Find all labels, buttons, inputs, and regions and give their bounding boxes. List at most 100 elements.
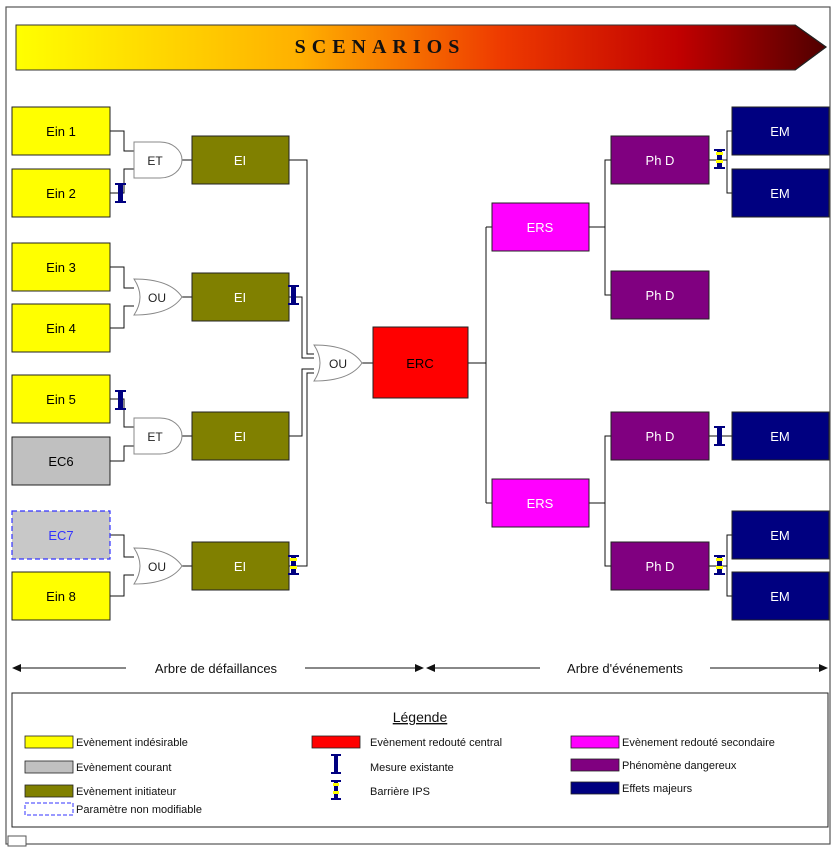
ips-barrier-icon [714,555,725,575]
legend-item-label: Barrière IPS [370,786,430,798]
svg-text:Ph D: Ph D [646,429,675,444]
svg-text:Ph D: Ph D [646,559,675,574]
svg-text:ERS: ERS [527,496,554,511]
event-phd-3: Ph D [610,411,710,461]
dangerous-phenomena: Ph D Ph D Ph D Ph D [610,135,710,591]
gate-ou-2: OU [133,278,183,316]
corner-handle [7,835,27,847]
svg-text:Ph D: Ph D [646,153,675,168]
event-phd-4: Ph D [610,541,710,591]
svg-text:EI: EI [234,290,246,305]
title-banner: SCENARIOS [15,24,828,71]
svg-text:EI: EI [234,429,246,444]
event-ei-2: EI [191,272,290,322]
svg-text:Ein 2: Ein 2 [46,186,76,201]
svg-text:OU: OU [148,291,166,305]
svg-text:EI: EI [234,559,246,574]
event-ein8: Ein 8 [11,571,111,621]
event-em-2: EM [731,168,830,218]
svg-text:Ein 8: Ein 8 [46,589,76,604]
svg-text:ERS: ERS [527,220,554,235]
legend-swatch-purple [570,758,620,772]
legend-item-label: Evènement redouté secondaire [622,737,775,749]
svg-text:Ein 3: Ein 3 [46,260,76,275]
legend-title: Légende [393,709,448,725]
event-em-4: EM [731,510,830,560]
initiating-events: Ein 1 Ein 2 Ein 3 Ein 4 Ein 5 EC6 EC7 E [11,106,111,621]
arrow-right-icon [415,664,424,672]
event-ec6: EC6 [11,436,111,486]
arrow-left-icon [12,664,21,672]
event-ers-2: ERS [491,478,590,528]
logic-gates: ET OU ET OU OU [133,141,363,585]
svg-text:EM: EM [770,589,790,604]
svg-text:Ein 4: Ein 4 [46,321,76,336]
svg-text:ERC: ERC [406,356,433,371]
event-ein3: Ein 3 [11,242,111,292]
existing-measure-icon [115,183,126,203]
major-effects: EM EM EM EM EM [731,106,830,621]
event-ein1: Ein 1 [11,106,111,156]
svg-text:EM: EM [770,124,790,139]
legend-swatch-grey [24,760,74,774]
event-ers-1: ERS [491,202,590,252]
outer-frame [5,6,831,845]
svg-text:EM: EM [770,429,790,444]
svg-text:ET: ET [147,430,163,444]
tree-axis: Arbre de défaillances Arbre d'événements [12,661,828,676]
legend-swatch-navy [570,781,620,795]
existing-measure-icon [714,426,725,446]
legend-swatch-red [311,735,361,749]
event-ein2: Ein 2 [11,168,111,218]
svg-text:OU: OU [148,560,166,574]
fault-tree-label: Arbre de défaillances [155,661,278,676]
svg-text:ET: ET [147,154,163,168]
event-ei-3: EI [191,411,290,461]
svg-text:EC7: EC7 [48,528,73,543]
arrow-left-icon [426,664,435,672]
legend-item-label: Mesure existante [370,762,454,774]
gate-ou-central: OU [313,344,363,382]
ips-barrier-icon [331,780,341,800]
event-tree-label: Arbre d'événements [567,661,683,676]
legend-frame [11,692,829,828]
legend-item-label: Evènement courant [76,762,171,774]
event-phd-1: Ph D [610,135,710,185]
secondary-events: ERS ERS [491,202,590,528]
svg-text:EM: EM [770,528,790,543]
legend-swatch-magenta [570,735,620,749]
svg-text:EC6: EC6 [48,454,73,469]
legend-item-label: Effets majeurs [622,783,693,795]
event-phd-2: Ph D [610,270,710,320]
barrier-markers [115,149,725,575]
legend: Légende Evènement indésirable Evènement … [11,692,829,828]
event-ec7: EC7 [11,510,111,560]
svg-text:Ph D: Ph D [646,288,675,303]
ips-barrier-icon [288,555,299,575]
event-em-1: EM [731,106,830,156]
arrow-right-icon [819,664,828,672]
event-ein5: Ein 5 [11,374,111,424]
svg-text:OU: OU [329,357,347,371]
svg-text:Ein 5: Ein 5 [46,392,76,407]
svg-text:EI: EI [234,153,246,168]
svg-text:Ein 1: Ein 1 [46,124,76,139]
event-em-5: EM [731,571,830,621]
banner-arrow-tip [794,24,828,71]
gate-ou-4: OU [133,547,183,585]
legend-swatch-olive [24,784,74,798]
existing-measure-icon [331,754,341,774]
event-ei-4: EI [191,541,290,591]
svg-text:EM: EM [770,186,790,201]
legend-item-label: Evènement indésirable [76,737,188,749]
legend-item-label: Phénomène dangereux [622,760,737,772]
legend-swatch-yellow [24,735,74,749]
existing-measure-icon [115,390,126,410]
gate-et-3: ET [133,417,183,455]
legend-item-label: Evènement redouté central [370,737,502,749]
event-ei-1: EI [191,135,290,185]
legend-item-label: Evènement initiateur [76,786,177,798]
event-erc: ERC [372,326,469,399]
legend-swatch-dashed [24,802,74,816]
event-em-3: EM [731,411,830,461]
